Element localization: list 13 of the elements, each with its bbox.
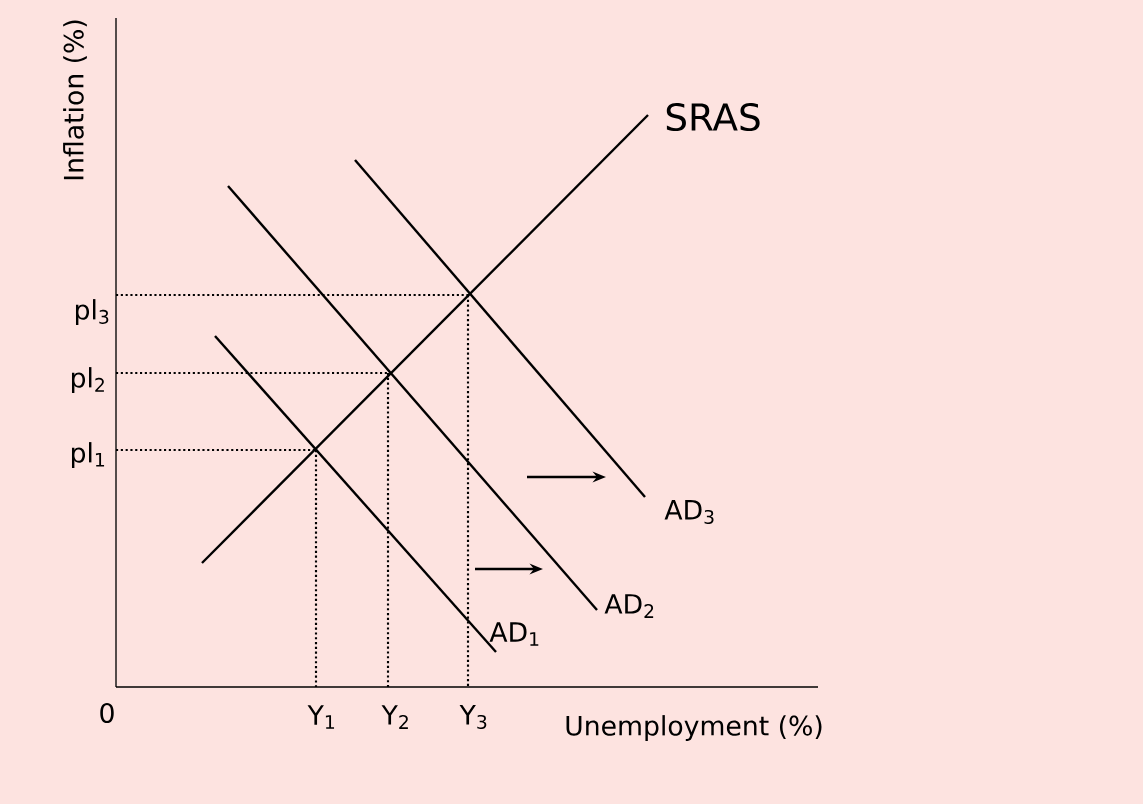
output-label: Y$_{2}$ — [381, 705, 408, 729]
curve-label: AD$_{1}$ — [489, 622, 539, 646]
origin-label: 0 — [100, 702, 114, 724]
output-label: Y$_{1}$ — [307, 705, 335, 729]
curve-label: AD$_{3}$ — [664, 500, 714, 525]
price-level-label: pl$_{3}$ — [76, 299, 109, 325]
axis-label: Unemployment (%) — [566, 715, 822, 741]
price-level-label: pl$_{2}$ — [72, 367, 104, 393]
price-level-label: pl$_{1}$ — [72, 442, 105, 468]
curve-label: AD$_{2}$ — [604, 594, 654, 618]
axis-label: Inflation (%) — [63, 20, 87, 180]
curve-label: SRAS — [666, 102, 760, 132]
output-label: Y$_{3}$ — [459, 705, 487, 730]
